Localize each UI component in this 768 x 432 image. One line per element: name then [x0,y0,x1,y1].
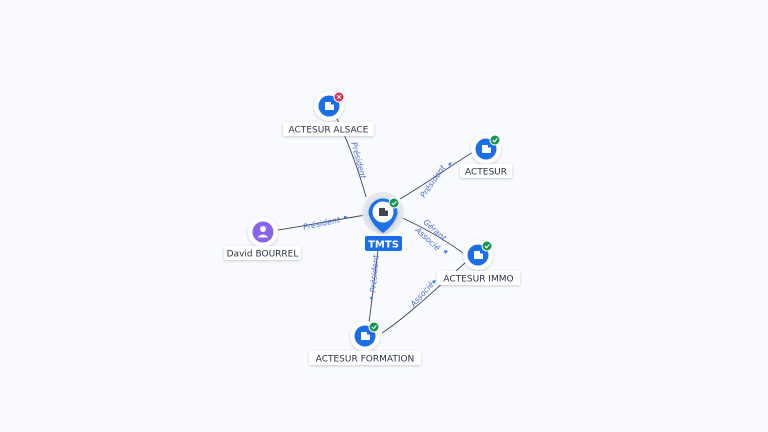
node-label-david-bourrel: David BOURREL [227,250,299,260]
node-actesur-immo[interactable]: ACTESUR IMMO [437,240,520,285]
arrow-formation-actesur-immo [432,280,436,284]
edge-label-david-tmts: Président [302,214,342,232]
edge-label-tmts-actesur-formation: Président [367,254,380,293]
node-label-actesur: ACTESUR [465,168,507,178]
edge-label-formation-actesur-immo: Associé [407,279,435,309]
edge-label-tmts-actesur-alsace: Président [349,141,369,181]
arrow-david-tmts [344,216,348,219]
edge-tmts-actesur-formation [368,249,379,323]
edge-tmts-actesur-immo [399,216,464,254]
status-ok-icon [368,321,380,333]
arrow-tmts-actesur-immo [444,250,448,254]
edge-formation-actesur-immo [381,261,467,334]
arrow-tmts-actesur [448,162,452,166]
status-ok-icon [481,240,493,252]
node-david-bourrel[interactable]: David BOURREL [224,217,301,260]
node-actesur[interactable]: ACTESUR [460,134,512,178]
edge-tmts-actesur [399,148,479,200]
node-label-actesur-alsace: ACTESUR ALSACE [289,126,369,136]
arrow-tmts-actesur-formation [370,297,373,301]
edges [277,112,479,334]
center-label-tmts: TMTS [368,239,399,250]
edge-david-tmts [277,214,367,231]
status-ok-icon [489,134,501,146]
node-actesur-formation[interactable]: ACTESUR FORMATION [309,321,421,365]
status-closed-icon [333,91,345,103]
node-actesur-alsace[interactable]: ACTESUR ALSACE [283,91,374,136]
edge-arrows [344,162,452,301]
status-ok-icon [388,197,400,209]
node-label-actesur-formation: ACTESUR FORMATION [316,355,415,365]
person-icon [257,226,269,238]
edge-tmts-actesur-alsace [333,112,367,198]
edge-label-tmts-actesur: Président [418,162,448,199]
node-label-actesur-immo: ACTESUR IMMO [443,275,513,285]
center-node-tmts[interactable]: TMTS [362,192,404,251]
